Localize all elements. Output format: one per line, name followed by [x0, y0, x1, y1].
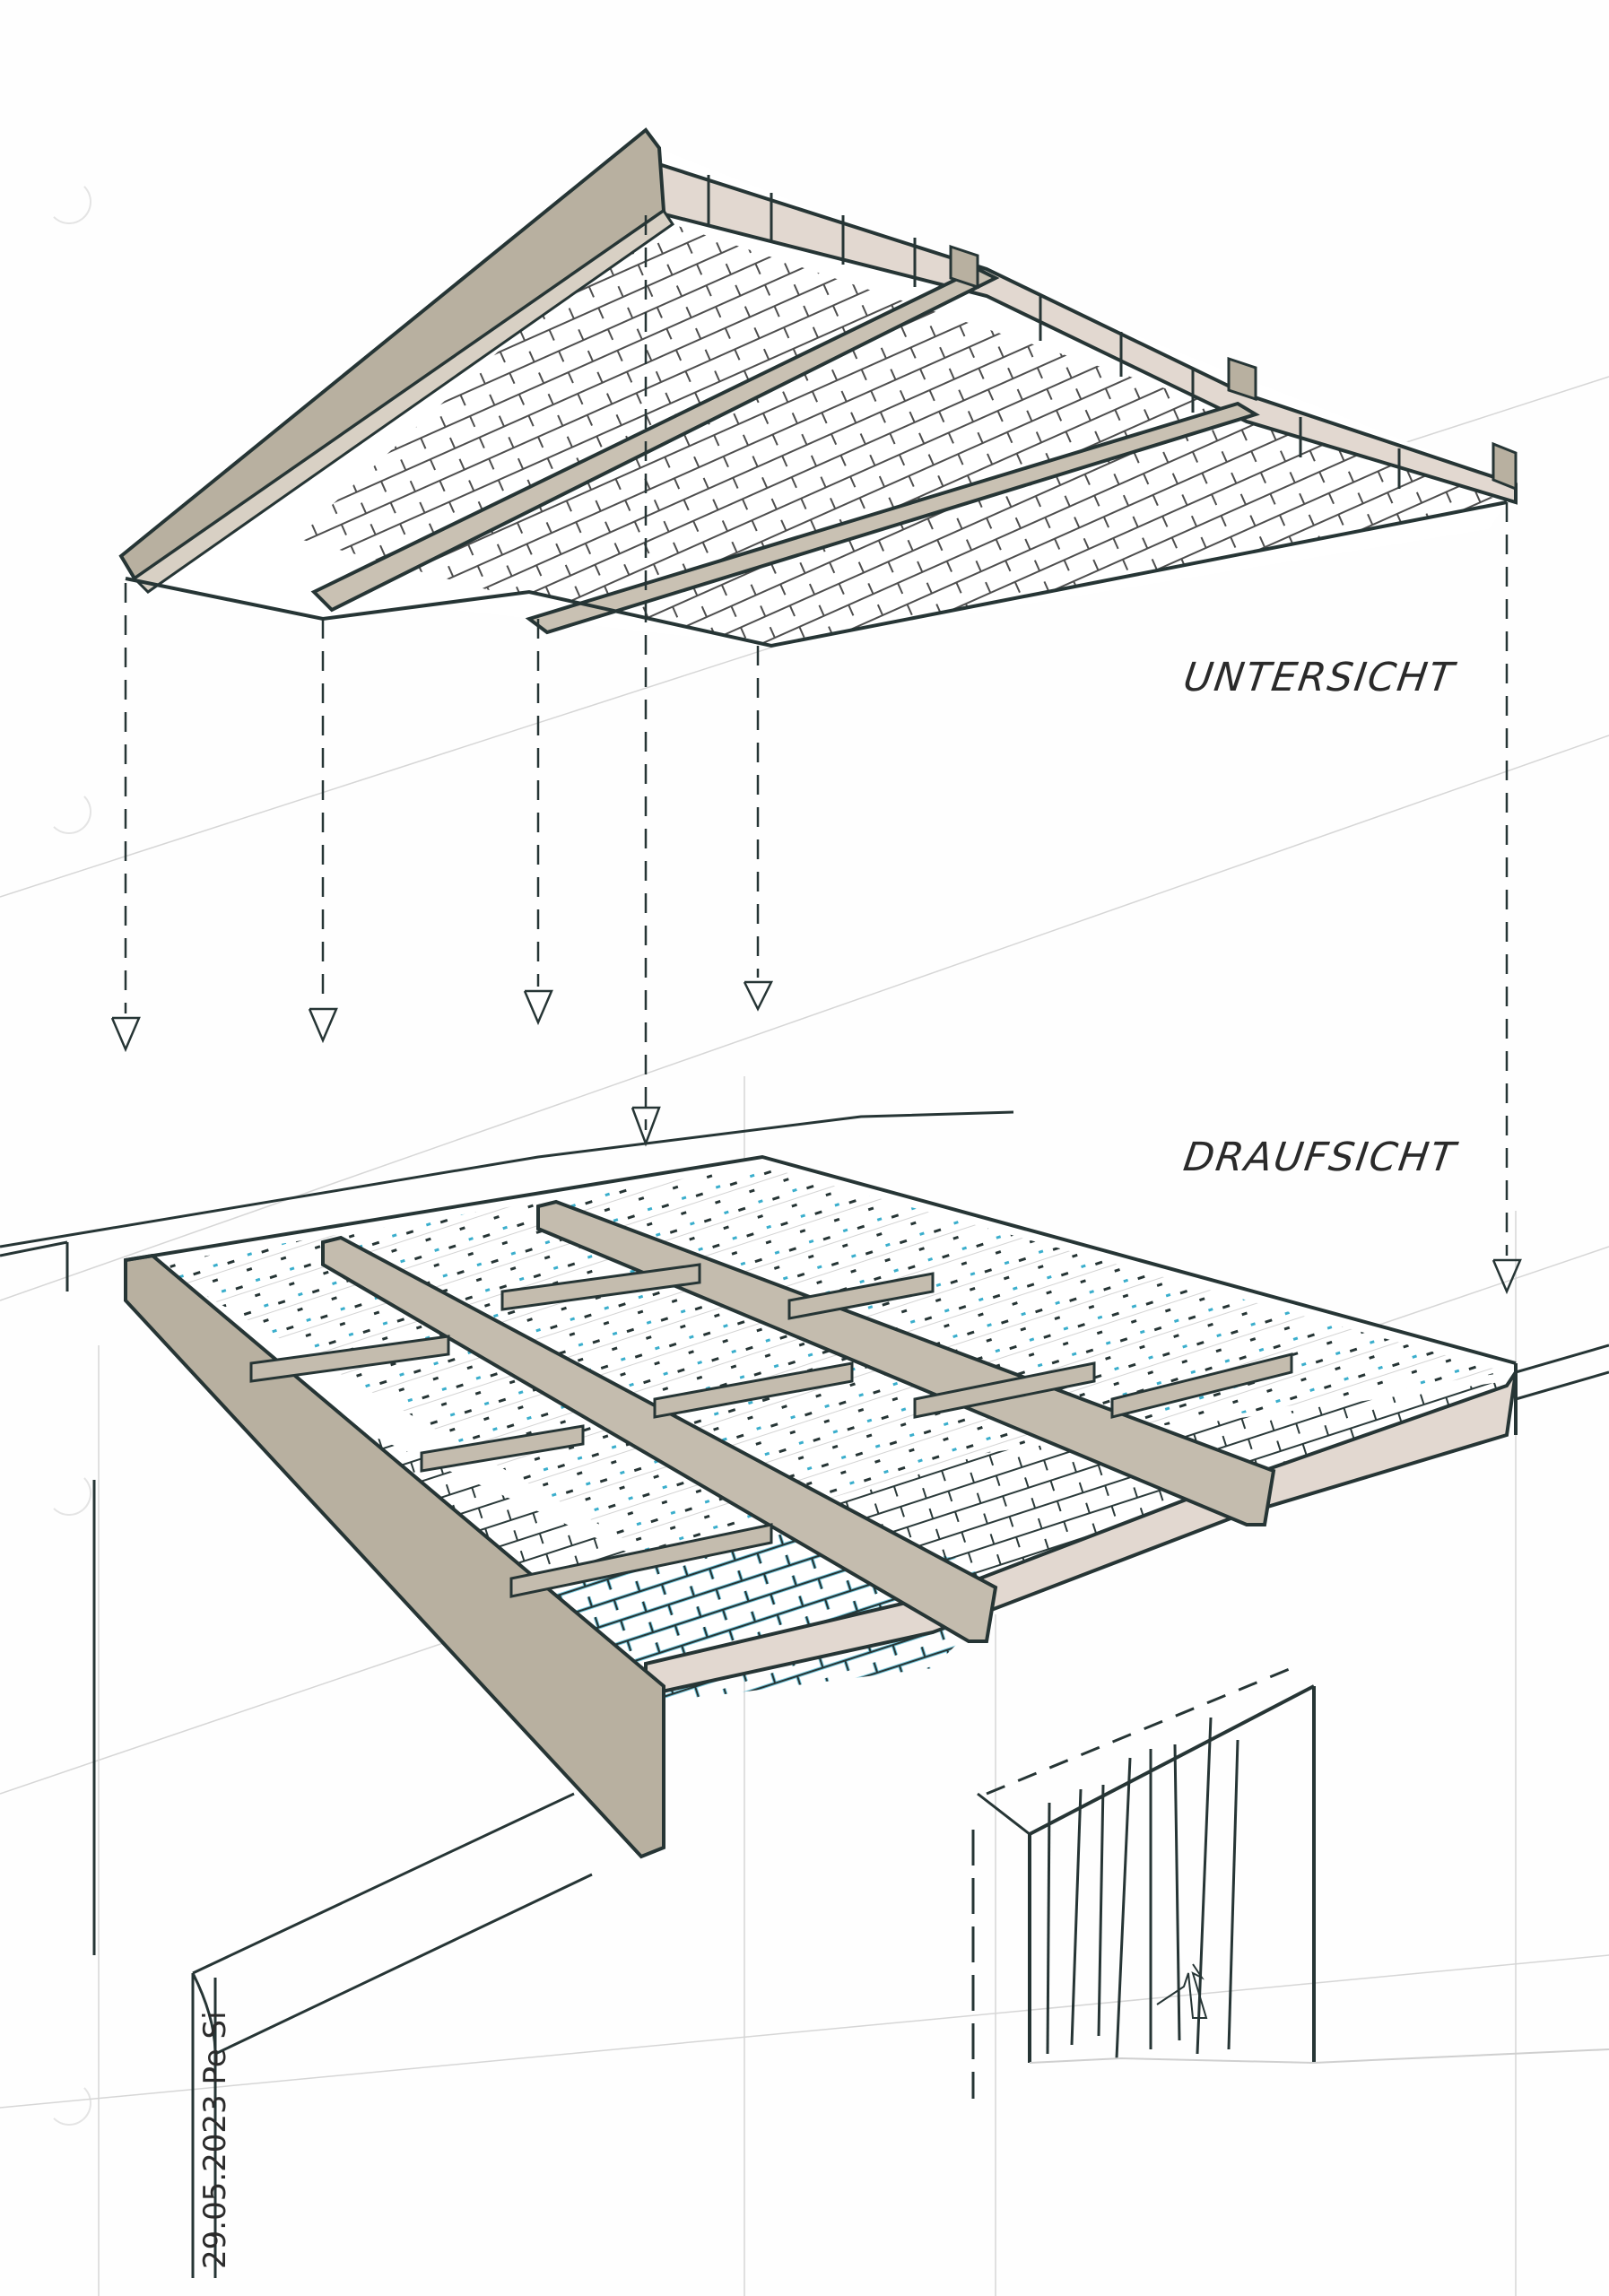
punch-hole-lower [47, 1471, 91, 1516]
roof-top-view [0, 1110, 1609, 1859]
left-wall [0, 1240, 593, 2278]
building-boards [971, 1666, 1609, 2099]
roof-underside-view [118, 127, 1518, 648]
punch-hole-top [47, 179, 91, 224]
punch-hole-middle [47, 789, 91, 834]
label-draufsicht: DRAUFSICHT [1180, 1135, 1460, 1180]
label-untersicht: UNTERSICHT [1180, 655, 1458, 700]
date-signature: 29.05.2023 Pe Si [197, 2011, 233, 2269]
punch-hole-bottom [47, 2081, 91, 2126]
arrow-heads [110, 980, 1522, 1295]
projection-arrows [124, 215, 1509, 1256]
